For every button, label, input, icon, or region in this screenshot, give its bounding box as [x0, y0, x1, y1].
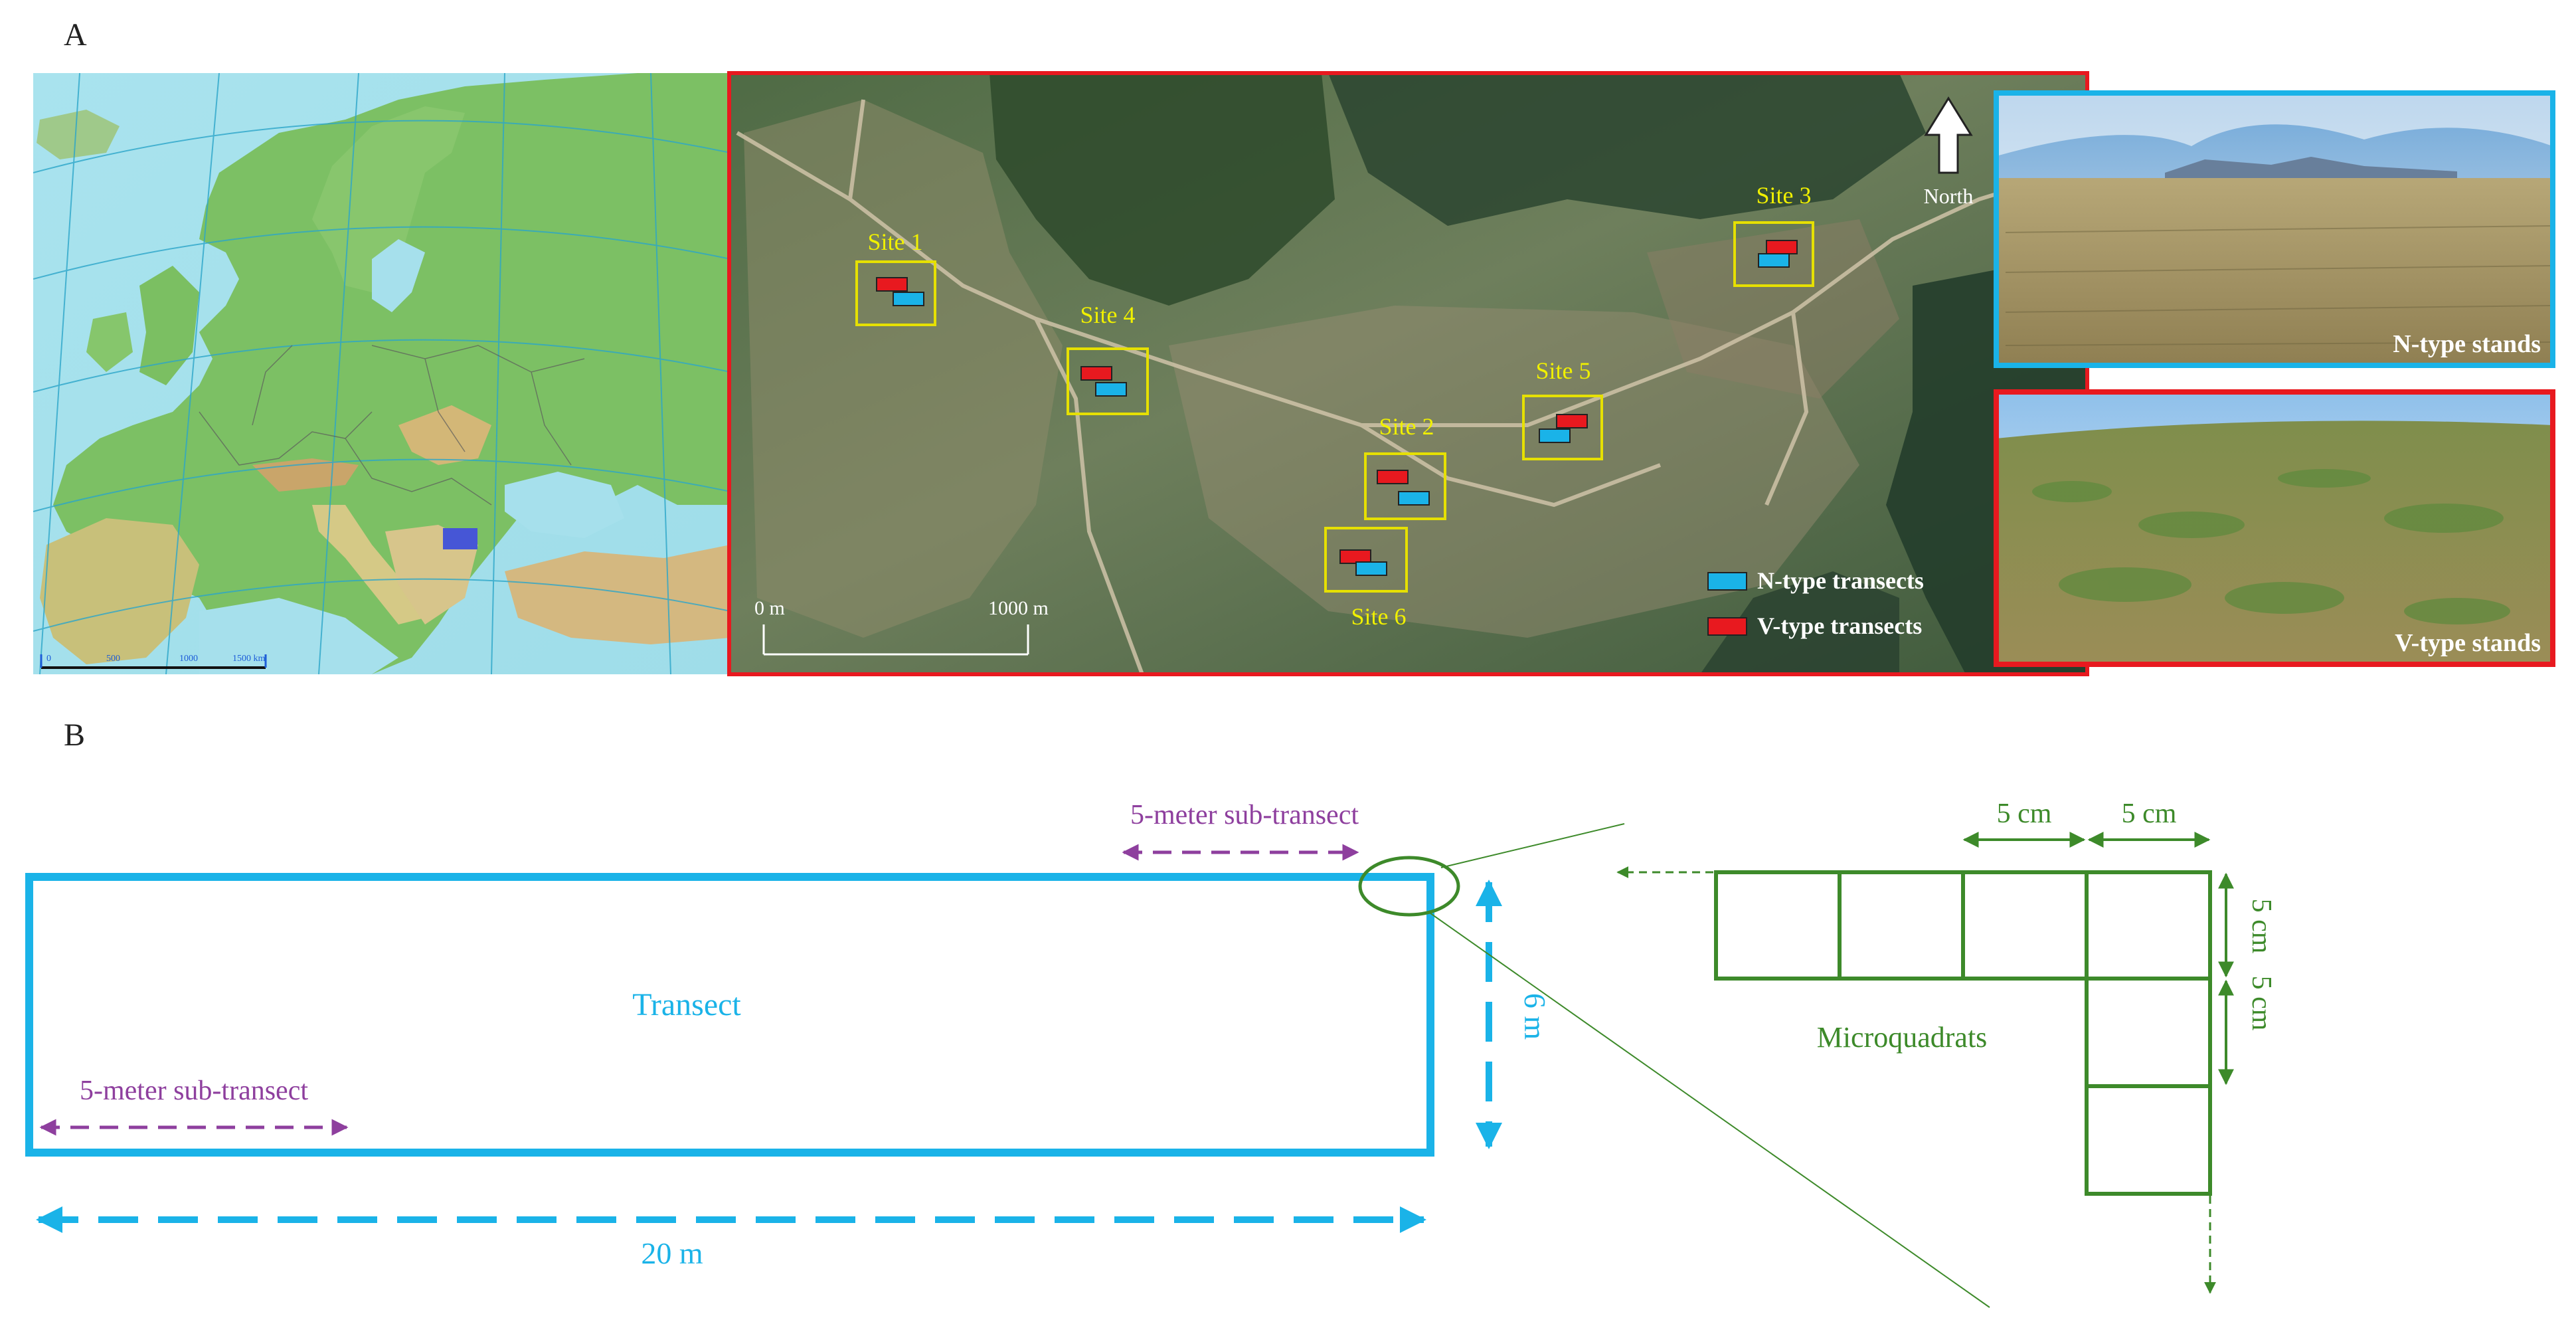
satellite-scale-bar: 0 m 1000 m [754, 597, 1049, 656]
microquadrat [2085, 870, 2212, 981]
iceland [37, 110, 120, 159]
sub-transect-label-left: 5-meter sub-transect [80, 1076, 308, 1106]
study-area-marker [443, 528, 477, 549]
satellite-map: North Site 1 Site 4 Site 3 Site 5 [729, 73, 2087, 674]
scale-label-500: 500 [106, 654, 120, 664]
dim-label-top-1: 5 cm [1997, 799, 2052, 829]
roads [736, 99, 2087, 674]
carpathians [398, 405, 491, 465]
anatolia [505, 545, 730, 644]
scale-label-1500: 1500 km [232, 654, 266, 664]
forest-patch [989, 73, 1335, 306]
length-label: 20 m [641, 1236, 703, 1270]
v-type-caption: V-type stands [2395, 629, 2541, 657]
site-5: Site 5 [1522, 357, 1603, 460]
site-3: Site 3 [1733, 182, 1814, 287]
forest-patch [1700, 571, 1899, 674]
site-6: Site 6 [1324, 527, 1408, 630]
balkans [385, 525, 478, 624]
scale-label-1000: 1000 [179, 654, 198, 664]
v-type-photo: V-type stands [1994, 389, 2555, 667]
zoom-guide-line [1427, 911, 1990, 1308]
graticule [33, 73, 730, 674]
transect-legend: N-type transects V-type transects [1707, 567, 1924, 639]
dim-label-top-2: 5 cm [2122, 799, 2177, 829]
british-isles [139, 266, 199, 385]
site-6-label: Site 6 [1351, 603, 1406, 630]
n-type-photo: N-type stands [1994, 90, 2555, 368]
pasture-patch [744, 100, 1063, 638]
zoom-guide-line [1440, 823, 1625, 868]
scandinavia [312, 106, 465, 292]
microquadrat-grid [1714, 870, 2212, 1196]
site-1-label: Site 1 [867, 229, 922, 255]
europe-map: 0 500 1000 1500 km [33, 73, 730, 674]
microquadrats-label: Microquadrats [1817, 1021, 1988, 1054]
italy [312, 505, 425, 624]
site-5-label: Site 5 [1535, 357, 1590, 384]
scale-label-0: 0 [46, 654, 51, 664]
scale-start-label: 0 m [754, 597, 785, 619]
dim-label-side-2: 5 cm [2246, 976, 2276, 1031]
black-sea [505, 472, 624, 538]
legend-v-label: V-type transects [1757, 613, 1922, 639]
baltic-sea [372, 239, 425, 312]
width-label: 6 m [1518, 993, 1552, 1040]
sub-transect-label-top: 5-meter sub-transect [1130, 800, 1359, 830]
panel-b-label: B [64, 717, 85, 753]
zoom-ellipse [1358, 856, 1460, 917]
north-label: North [1924, 184, 1974, 208]
microquadrat [2085, 1084, 2212, 1196]
europe-landmass [53, 73, 730, 674]
panel-a-label: A [64, 17, 87, 52]
country-borders [199, 345, 585, 506]
satellite-frame [727, 71, 2089, 676]
site-3-label: Site 3 [1756, 182, 1811, 209]
microquadrat [1961, 870, 2089, 981]
site-2-label: Site 2 [1379, 413, 1434, 440]
site-4-label: Site 4 [1080, 302, 1135, 328]
transect-rect [25, 873, 1434, 1157]
site-4: Site 4 [1067, 302, 1149, 415]
microquadrat [1838, 870, 1965, 981]
microquadrat [1714, 870, 1842, 981]
microquadrat [2085, 977, 2212, 1088]
n-type-caption: N-type stands [2393, 330, 2541, 358]
ireland [86, 312, 133, 372]
mediterranean [199, 598, 398, 674]
legend-n-label: N-type transects [1757, 567, 1924, 594]
iberia [40, 518, 199, 664]
dim-label-side-1: 5 cm [2246, 899, 2276, 954]
site-1: Site 1 [855, 229, 936, 326]
forest-patch [1328, 73, 1926, 226]
europe-scale-bar: 0 500 1000 1500 km [40, 654, 267, 669]
north-arrow-icon [1924, 96, 1973, 174]
transect-label: Transect [632, 987, 741, 1022]
scale-end-label: 1000 m [988, 597, 1049, 619]
site-2: Site 2 [1364, 413, 1446, 520]
